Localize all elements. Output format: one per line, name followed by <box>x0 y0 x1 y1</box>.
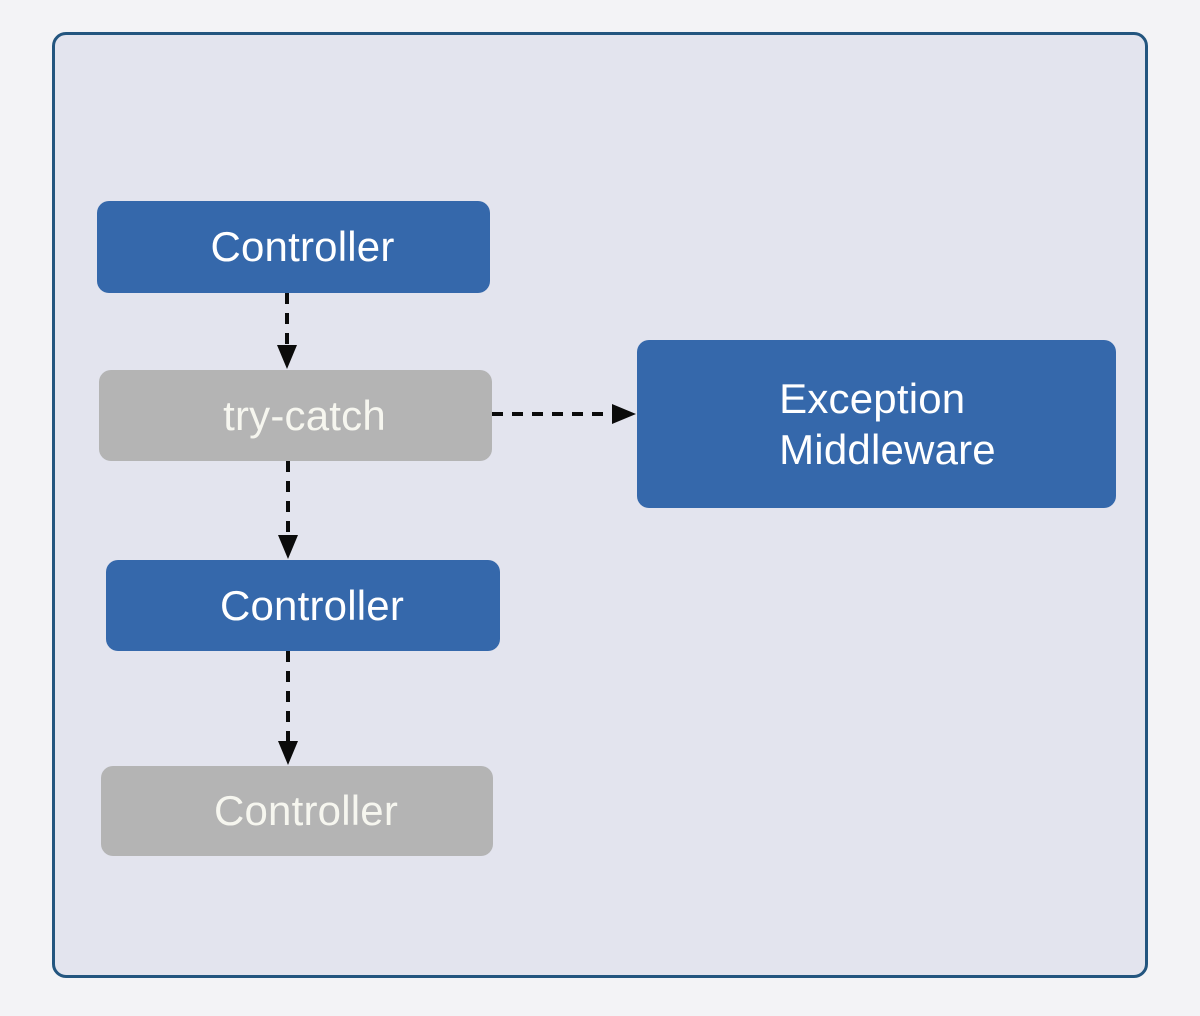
node-controller-3-label: Controller <box>213 787 399 835</box>
node-controller-1[interactable]: Controller <box>97 201 490 293</box>
node-controller-2[interactable]: Controller <box>106 560 500 651</box>
node-controller-1-label: Controller <box>210 223 395 271</box>
node-try-catch[interactable]: try-catch <box>99 370 492 461</box>
node-controller-2-label: Controller <box>219 581 405 629</box>
node-exception-middleware[interactable]: Exception Middleware <box>637 340 1116 508</box>
node-exception-middleware-label: Exception Middleware <box>779 374 996 473</box>
node-try-catch-label: try-catch <box>223 391 386 439</box>
node-controller-3[interactable]: Controller <box>101 766 493 856</box>
